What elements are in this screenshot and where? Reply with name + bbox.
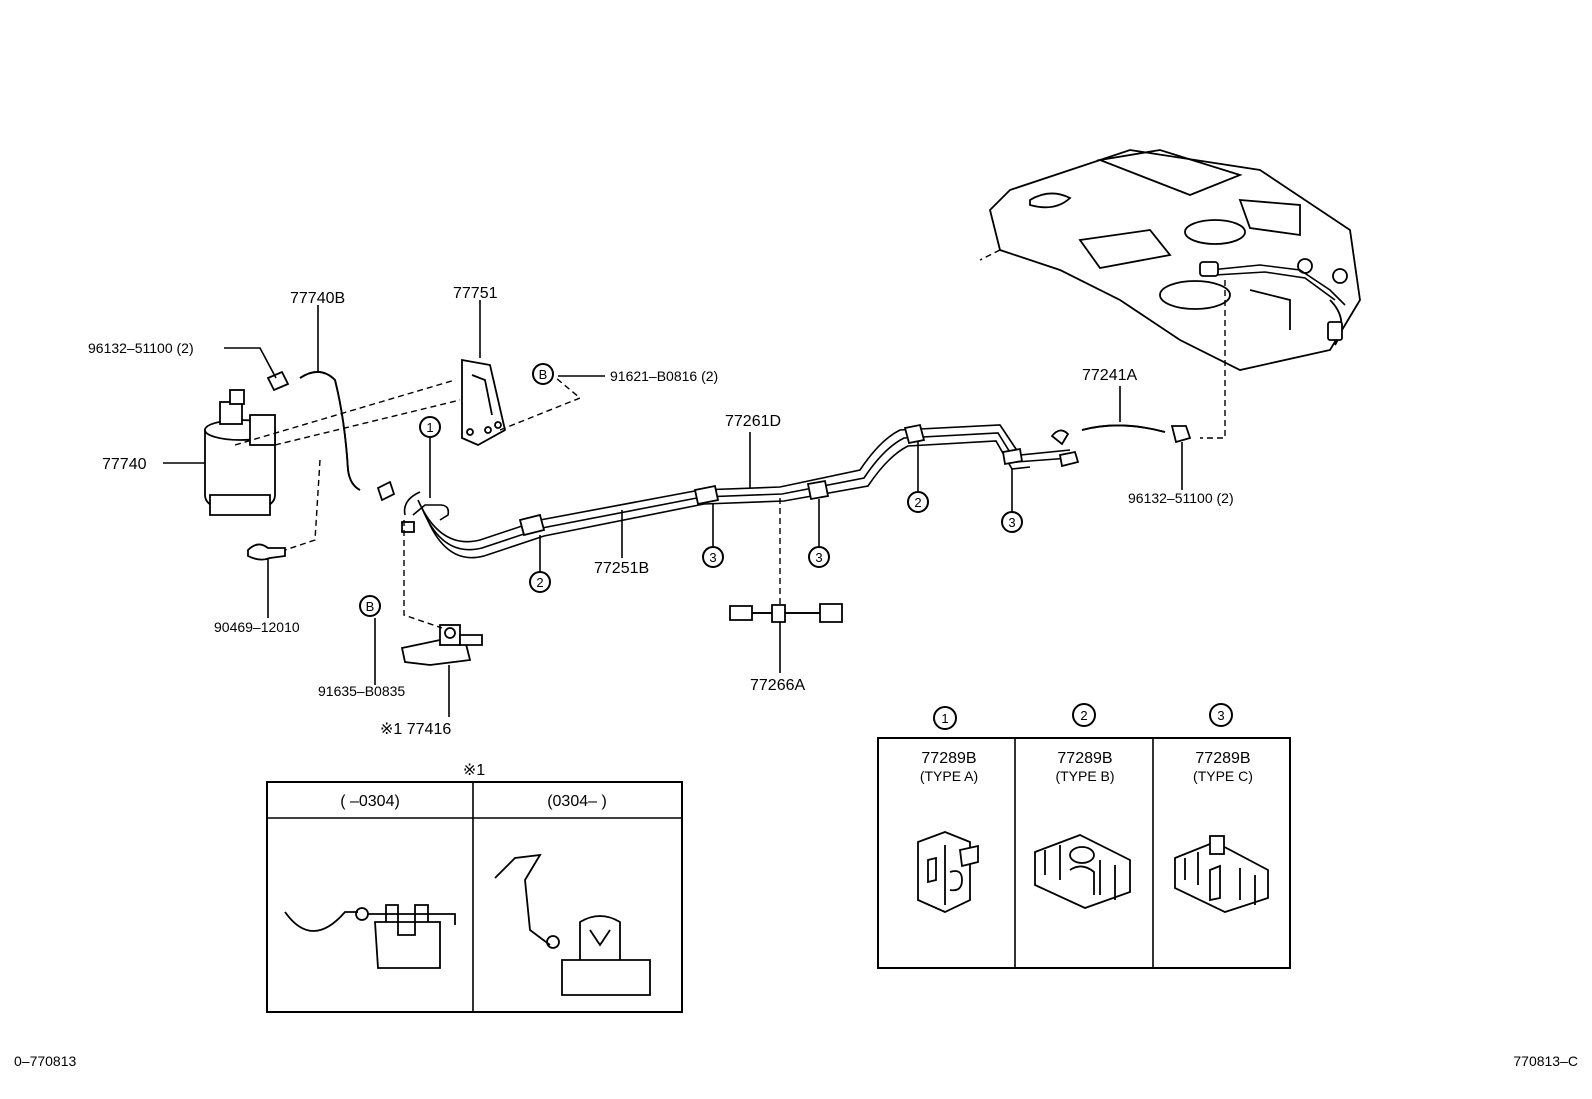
callout-b-top: B (539, 367, 548, 382)
clip-type-2-part: 77289B (1057, 750, 1112, 767)
pipe-clamps (518, 423, 1024, 537)
clip-type-1-part: 77289B (921, 750, 976, 767)
clip-type-3-type: (TYPE C) (1193, 768, 1253, 784)
label-77740B: 77740B (290, 290, 345, 307)
callout-1: 1 (426, 420, 433, 435)
callout-2-a: 2 (536, 575, 543, 590)
label-77266A: 77266A (750, 677, 805, 694)
hose-77740B (266, 370, 396, 502)
inset-left-col1: ( –0304) (340, 793, 400, 810)
label-96132-left: 96132–51100 (2) (88, 340, 194, 356)
pipe-assembly (401, 423, 1080, 559)
label-77261D: 77261D (725, 413, 781, 430)
clip-type-1-type: (TYPE A) (920, 768, 978, 784)
clip-type-3-part: 77289B (1195, 750, 1250, 767)
inset-left-col2: (0304– ) (547, 793, 607, 810)
label-91621: 91621–B0816 (2) (610, 368, 718, 384)
hose-77266A (729, 603, 843, 623)
part-labels: 77740B 77751 96132–51100 (2) 91621–B0816… (88, 285, 1234, 738)
callout-2-b: 2 (914, 495, 921, 510)
label-96132-right: 96132–51100 (2) (1128, 490, 1234, 506)
callout-b-bottom: B (366, 599, 375, 614)
clip-type-b-drawing (1034, 834, 1131, 909)
label-77751: 77751 (453, 285, 498, 302)
label-77251B: 77251B (594, 560, 649, 577)
clip-type-3-num: 3 (1217, 708, 1224, 723)
label-77241A: 77241A (1082, 367, 1137, 384)
inset-clip-types: 1 2 3 77289B (TYPE A) 77289B (TYPE B) 77… (877, 703, 1291, 969)
inset-detail-77416: ※1 ( –0304) (0304– ) (266, 762, 683, 1013)
leader-lines (163, 300, 1183, 717)
clip-type-a-drawing (917, 831, 979, 913)
clip-90469 (247, 543, 286, 561)
inset-left-title: ※1 (463, 762, 485, 779)
charcoal-canister-77740 (204, 389, 276, 516)
hose-77241A (1081, 424, 1192, 444)
label-77416: ※1 77416 (380, 721, 451, 738)
clip-type-c-drawing (1174, 835, 1269, 913)
callout-circles: B B 1 2 3 3 2 3 (359, 363, 1023, 617)
clip-type-2-type: (TYPE B) (1055, 768, 1114, 784)
callout-3-b: 3 (815, 550, 822, 565)
dashed-leaders (234, 377, 781, 629)
clip-type-2-num: 2 (1080, 708, 1087, 723)
fuel-tank (979, 149, 1361, 439)
footer-right-code: 770813–C (1513, 1053, 1578, 1069)
callout-3-a: 3 (709, 550, 716, 565)
label-77740: 77740 (102, 456, 147, 473)
bracket-77751 (461, 358, 507, 447)
bracket-77416 (400, 624, 483, 666)
label-90469: 90469–12010 (214, 619, 300, 635)
callout-3-c: 3 (1008, 515, 1015, 530)
clip-type-1-num: 1 (941, 711, 948, 726)
label-91635: 91635–B0835 (318, 683, 405, 699)
footer-left-code: 0–770813 (14, 1053, 77, 1069)
